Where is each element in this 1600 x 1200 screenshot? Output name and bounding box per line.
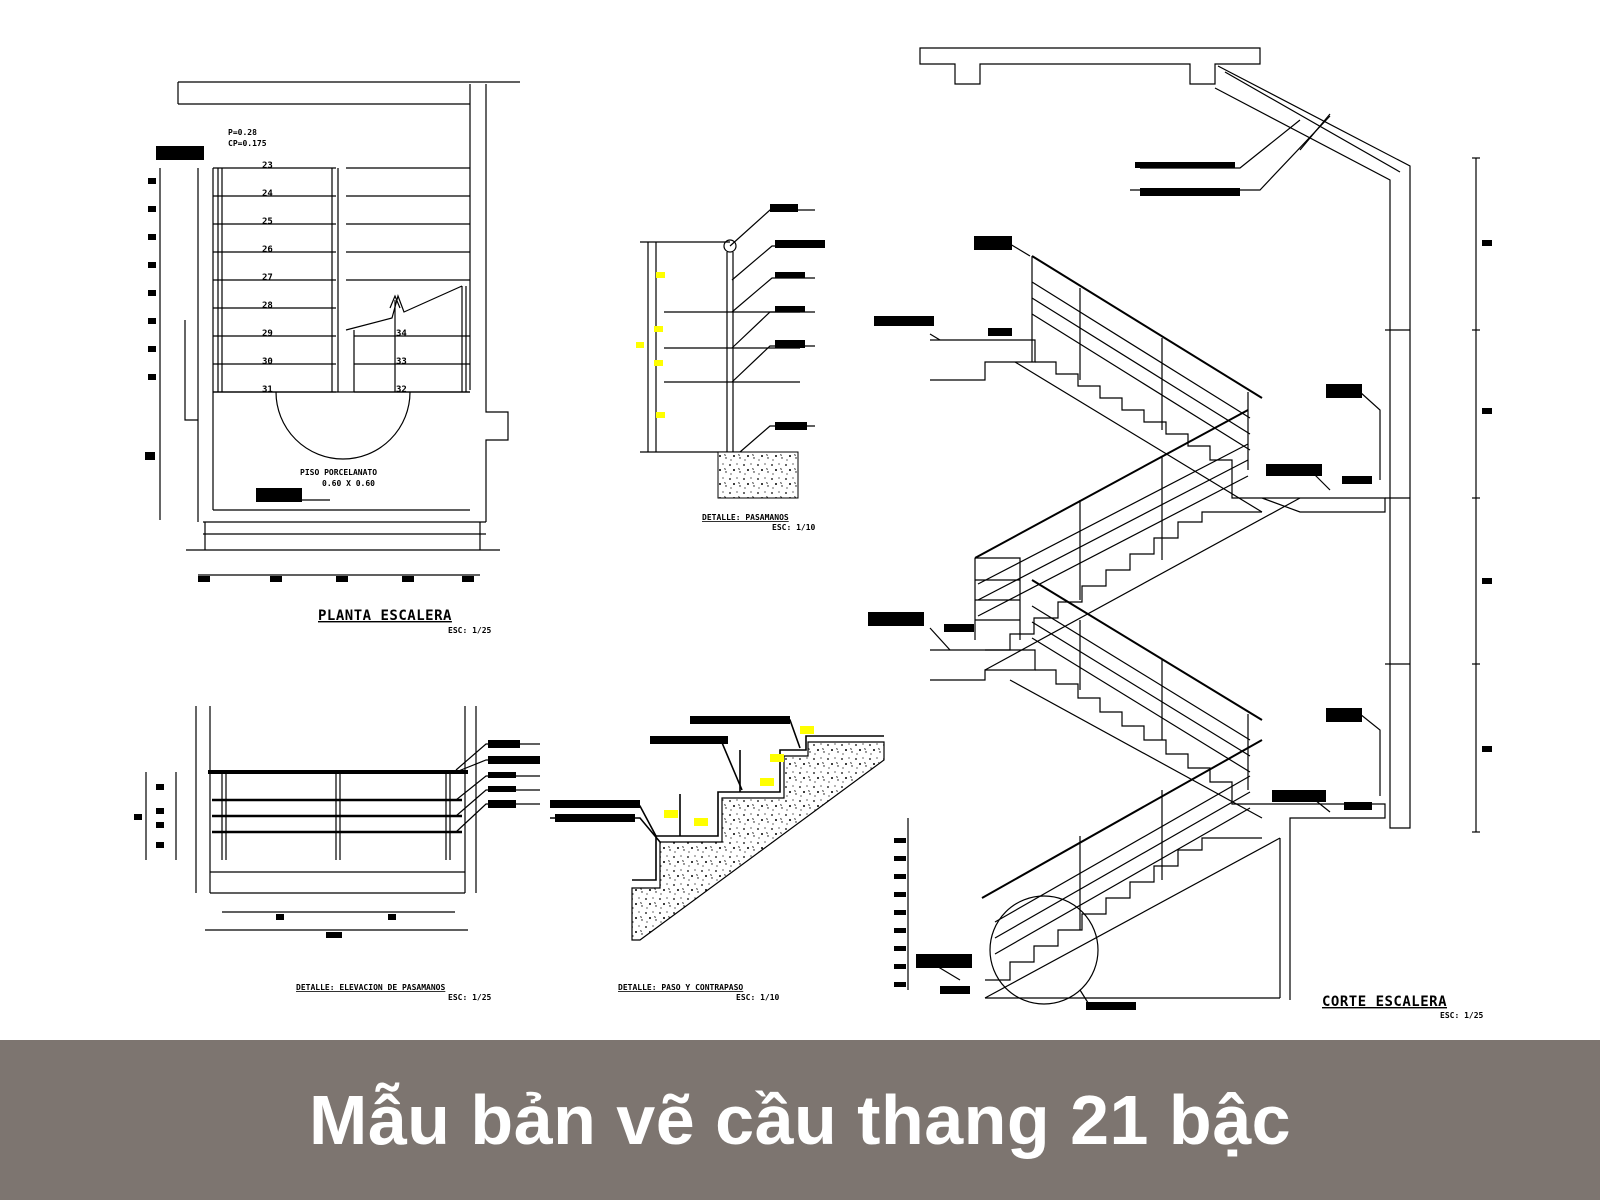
plan-title: PLANTA ESCALERA bbox=[318, 608, 452, 624]
plan-step-number: 32 bbox=[396, 385, 407, 395]
plan-labels: P=0.28 CP=0.175 23 24 25 26 27 28 29 30 … bbox=[228, 128, 492, 635]
elevation-detail-title: DETALLE: ELEVACION DE PASAMANOS bbox=[296, 983, 445, 992]
plan-floor-note-size: 0.60 X 0.60 bbox=[322, 479, 375, 488]
plan-step-number: 33 bbox=[396, 357, 407, 367]
plan-tag-blocks bbox=[145, 146, 474, 582]
right-flight-treads bbox=[345, 167, 470, 393]
elevation-tags bbox=[134, 740, 540, 938]
tread-tags bbox=[550, 716, 790, 822]
plan-step-number: 28 bbox=[262, 301, 273, 311]
plan-step-number: 34 bbox=[396, 329, 407, 339]
plan-step-dim-p: P=0.28 bbox=[228, 128, 257, 137]
plan-scale: ESC: 1/25 bbox=[448, 626, 492, 635]
tread-highlights bbox=[664, 726, 814, 826]
cad-drawing-sheet: P=0.28 CP=0.175 23 24 25 26 27 28 29 30 … bbox=[134, 47, 1492, 1020]
left-flight-treads bbox=[213, 167, 336, 393]
tread-concrete-section bbox=[631, 741, 885, 941]
plan-step-number: 29 bbox=[262, 329, 273, 339]
plan-floor-note: PISO PORCELANATO bbox=[300, 468, 377, 477]
plan-step-number: 25 bbox=[262, 217, 273, 227]
handrail-detail-scale: ESC: 1/10 bbox=[772, 523, 816, 532]
plan-step-number: 24 bbox=[262, 189, 273, 199]
elevation-detail-scale: ESC: 1/25 bbox=[448, 993, 492, 1002]
handrail-footing bbox=[717, 451, 799, 499]
caption-text: Mẫu bản vẽ cầu thang 21 bậc bbox=[308, 1081, 1292, 1159]
plan-step-number: 31 bbox=[262, 385, 273, 395]
caption-bar: Mẫu bản vẽ cầu thang 21 bậc bbox=[0, 1040, 1600, 1200]
plan-step-dim-cp: CP=0.175 bbox=[228, 139, 267, 148]
plan-step-number: 30 bbox=[262, 357, 273, 367]
section-tags bbox=[868, 162, 1492, 1010]
handrail-tags bbox=[770, 204, 825, 430]
section-title: CORTE ESCALERA bbox=[1322, 994, 1447, 1010]
plan-view bbox=[159, 81, 520, 576]
plan-step-number: 27 bbox=[262, 273, 273, 283]
section-view bbox=[907, 47, 1480, 1007]
section-scale: ESC: 1/25 bbox=[1440, 1011, 1484, 1020]
plan-step-number: 26 bbox=[262, 245, 273, 255]
plan-step-number: 23 bbox=[262, 161, 273, 171]
tread-detail-title: DETALLE: PASO Y CONTRAPASO bbox=[618, 983, 743, 992]
elevation-detail bbox=[145, 706, 540, 931]
tread-detail-scale: ESC: 1/10 bbox=[736, 993, 780, 1002]
handrail-highlights bbox=[636, 272, 665, 418]
handrail-detail-title: DETALLE: PASAMANOS bbox=[702, 513, 789, 522]
